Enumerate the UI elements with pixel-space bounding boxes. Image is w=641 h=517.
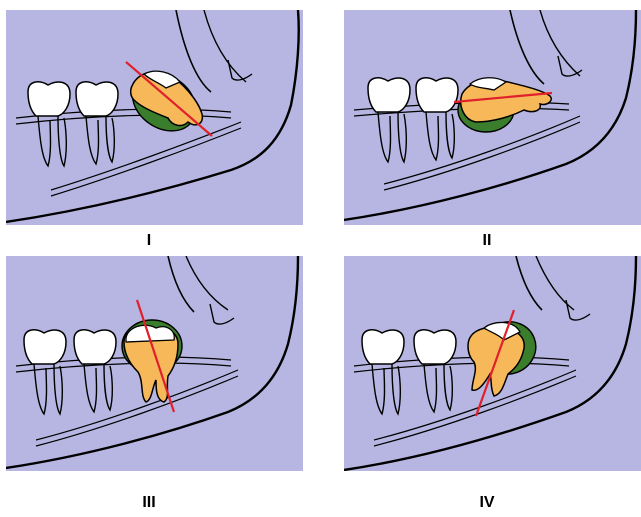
panel-2-illustration <box>344 10 641 225</box>
panel-2 <box>344 10 641 225</box>
panel-label: IV <box>447 494 527 512</box>
panel-label: I <box>109 232 189 250</box>
panel-label: III <box>109 494 189 512</box>
panel-4-illustration <box>344 256 641 471</box>
panel-4 <box>344 256 641 471</box>
panel-3 <box>6 256 303 471</box>
panel-label: II <box>447 232 527 250</box>
panel-1-illustration <box>6 10 303 225</box>
panel-1 <box>6 10 303 225</box>
panel-3-illustration <box>6 256 303 471</box>
